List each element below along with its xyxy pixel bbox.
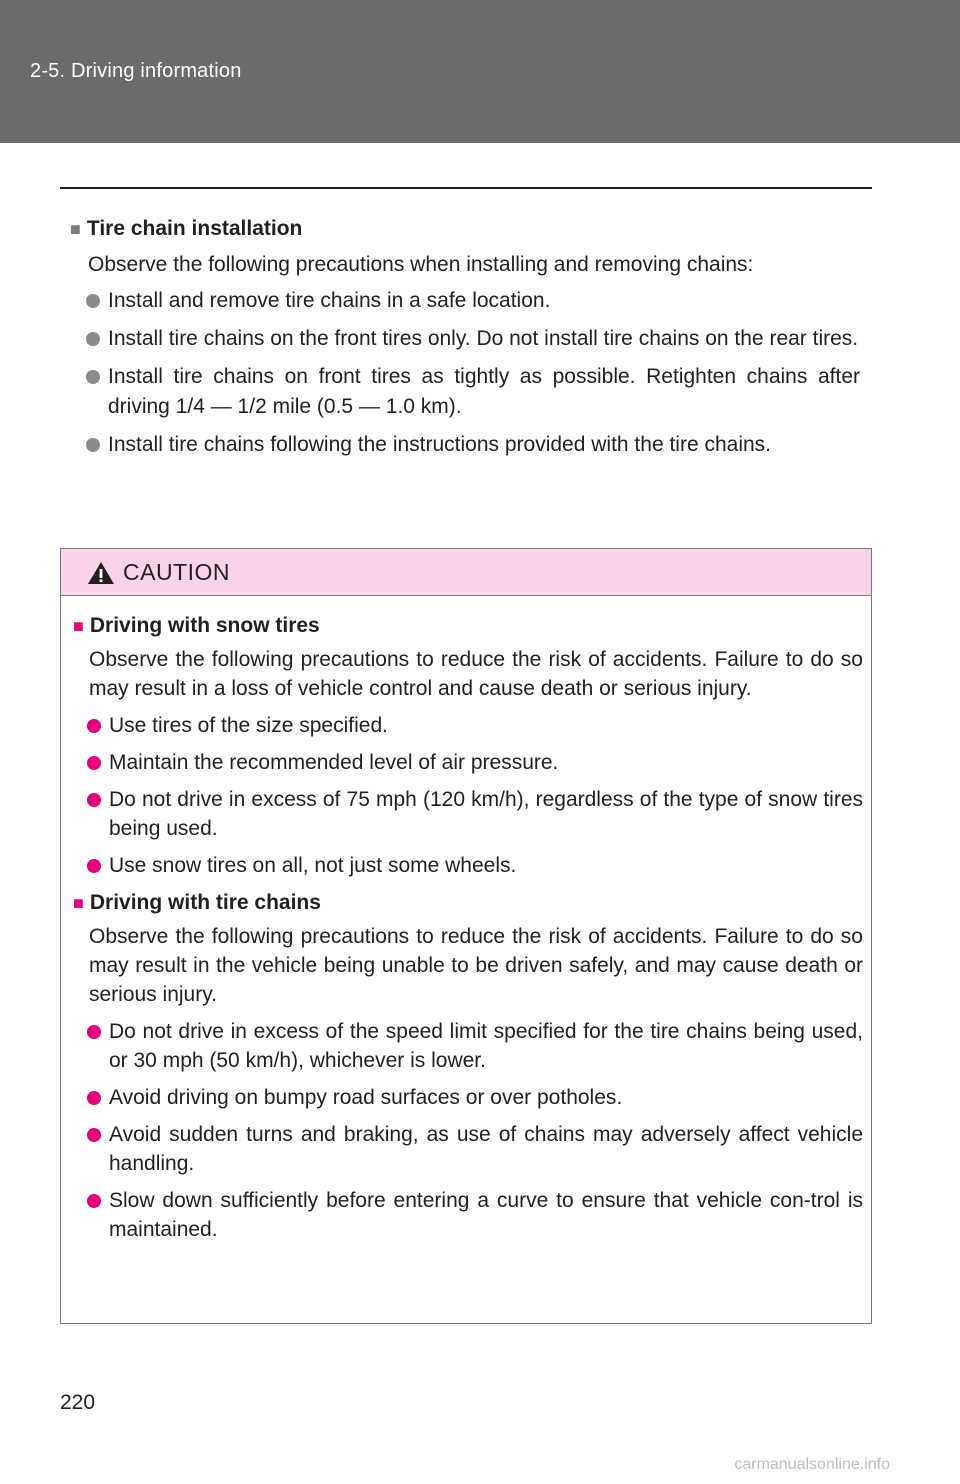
- square-bullet-icon: ■: [73, 616, 84, 636]
- list-item-text: Avoid sudden turns and braking, as use o…: [109, 1123, 863, 1175]
- section-heading-text: Tire chain installation: [86, 217, 303, 240]
- caution-body: ■ Driving with snow tires Observe the fo…: [73, 611, 863, 1252]
- list-item-text: Install and remove tire chains in a safe…: [108, 289, 551, 312]
- caution-block-heading-text: Driving with tire chains: [89, 891, 321, 914]
- caution-box: CAUTION ■ Driving with snow tires Observ…: [60, 548, 872, 1324]
- list-item-text: Install tire chains on front tires as ti…: [108, 365, 860, 418]
- list-item: Do not drive in excess of the speed limi…: [87, 1017, 863, 1075]
- chapter-title: 2-5. Driving information: [30, 60, 242, 82]
- tire-chain-section: ■ Tire chain installation Observe the fo…: [70, 212, 860, 468]
- caution-block-intro: Observe the following precautions to red…: [89, 925, 863, 1006]
- list-item-text: Install tire chains following the instru…: [108, 433, 771, 456]
- list-item: Install tire chains following the instru…: [86, 430, 860, 460]
- list-item: Install tire chains on front tires as ti…: [86, 362, 860, 422]
- round-bullet-icon: [87, 1194, 101, 1208]
- list-item: Avoid sudden turns and braking, as use o…: [87, 1120, 863, 1178]
- section-divider: [60, 187, 872, 189]
- list-item-text: Use snow tires on all, not just some whe…: [109, 854, 517, 877]
- list-item-text: Do not drive in excess of 75 mph (120 km…: [109, 788, 863, 840]
- list-item-text: Maintain the recommended level of air pr…: [109, 751, 559, 774]
- round-bullet-icon: [87, 1128, 101, 1142]
- page-number: 220: [60, 1391, 96, 1414]
- list-item: Maintain the recommended level of air pr…: [87, 748, 863, 777]
- caution-header: CAUTION: [61, 549, 871, 596]
- list-item: Do not drive in excess of 75 mph (120 km…: [87, 785, 863, 843]
- round-bullet-icon: [87, 719, 101, 733]
- round-bullet-icon: [86, 294, 100, 308]
- caution-title: CAUTION: [123, 559, 230, 585]
- round-bullet-icon: [86, 370, 100, 384]
- list-item-text: Slow down sufficiently before entering a…: [109, 1189, 863, 1241]
- list-item-text: Avoid driving on bumpy road surfaces or …: [109, 1086, 623, 1109]
- list-item: Avoid driving on bumpy road surfaces or …: [87, 1083, 863, 1112]
- square-bullet-icon: ■: [73, 893, 84, 913]
- list-item: Slow down sufficiently before entering a…: [87, 1186, 863, 1244]
- round-bullet-icon: [86, 332, 100, 346]
- round-bullet-icon: [87, 756, 101, 770]
- round-bullet-icon: [86, 438, 100, 452]
- round-bullet-icon: [87, 859, 101, 873]
- page-header: 2-5. Driving information: [0, 0, 960, 143]
- list-item-text: Use tires of the size specified.: [109, 714, 388, 737]
- round-bullet-icon: [87, 1091, 101, 1105]
- caution-block-heading: ■ Driving with snow tires: [73, 611, 863, 641]
- list-item: Use snow tires on all, not just some whe…: [87, 851, 863, 880]
- square-bullet-icon: ■: [70, 219, 81, 239]
- list-item: Install and remove tire chains in a safe…: [86, 286, 860, 316]
- section-intro: Observe the following precautions when i…: [88, 253, 754, 276]
- round-bullet-icon: [87, 1025, 101, 1039]
- footer-watermark: carmanualsonline.info: [734, 1456, 890, 1473]
- caution-block-intro: Observe the following precautions to red…: [89, 648, 863, 700]
- list-item-text: Install tire chains on the front tires o…: [108, 327, 859, 350]
- list-item: Use tires of the size specified.: [87, 711, 863, 740]
- caution-block-heading: ■ Driving with tire chains: [73, 888, 863, 918]
- warning-triangle-icon: [88, 562, 114, 584]
- section-heading: ■ Tire chain installation: [70, 212, 860, 246]
- caution-block-heading-text: Driving with snow tires: [89, 614, 320, 637]
- list-item: Install tire chains on the front tires o…: [86, 324, 860, 354]
- list-item-text: Do not drive in excess of the speed limi…: [109, 1020, 863, 1072]
- round-bullet-icon: [87, 793, 101, 807]
